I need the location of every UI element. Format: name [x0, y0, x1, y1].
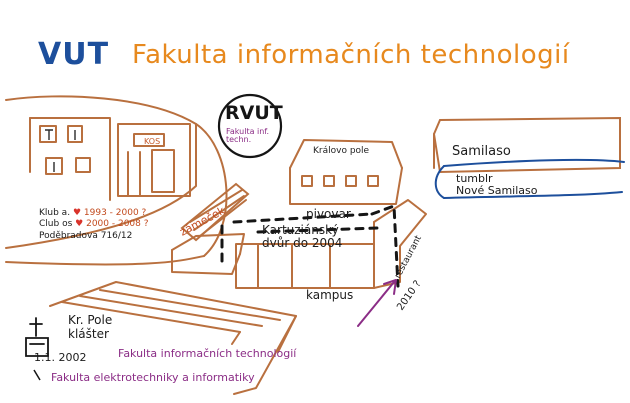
tumblr-label: tumblr	[456, 172, 493, 185]
samilaso-tumblr: tumblr Nové Samilaso	[456, 172, 538, 198]
church-line-2: klášter	[68, 326, 109, 341]
pivovar-label: pivovar	[306, 207, 351, 221]
heart-icon: ♥	[72, 208, 82, 218]
club-name-1: Klub a.	[39, 208, 71, 218]
samilaso-title: Samilaso	[452, 144, 511, 159]
samilaso-box	[432, 116, 625, 199]
history-fit: Fakulta informačních technologií	[118, 347, 297, 360]
kartuziansky-line-1: Kartuziánský	[262, 223, 339, 237]
logo-subtitle: Fakulta inf. techn.	[226, 127, 270, 145]
bridge-left	[180, 182, 250, 242]
history-feki: Fakulta elektrotechniky a informatiky	[51, 371, 255, 384]
title-vut: VUT	[38, 37, 110, 72]
club-line-2: Club os ♥ 2000 - 2008 ?	[39, 219, 149, 230]
club-years-2: 2000 - 2008 ?	[86, 219, 149, 230]
fit-underline	[33, 369, 41, 381]
kralovo-pole-building	[289, 139, 403, 205]
rvut-circle	[217, 93, 283, 159]
campus-arrow	[357, 279, 397, 327]
club-years-1: 1993 - 2000 ?	[83, 208, 147, 218]
building-left-windows	[45, 129, 76, 172]
campus-boundary	[220, 203, 400, 288]
heart-icon: ♥	[75, 219, 84, 230]
building-left	[5, 95, 228, 266]
club-address: Poděbradova 716/12	[39, 230, 133, 241]
kartuziansky-label: Kartuziánský dvůr do 2004	[262, 224, 342, 249]
club-line-1: Klub a. ♥ 1993 - 2000 ?	[39, 208, 149, 219]
club-name-2: Club os	[39, 219, 73, 230]
kampus-label: kampus	[306, 288, 354, 302]
title-faculty: Fakulta informačních technologií	[132, 40, 570, 70]
church-line-1: Kr. Pole	[68, 313, 113, 327]
kralovo-pole-label: Královo pole	[313, 146, 370, 156]
building-sign: KOS	[144, 137, 161, 146]
logo-rvut: RVUT	[225, 102, 283, 124]
nove-samilaso-label: Nové Samilaso	[456, 184, 538, 198]
club-info: Klub a. ♥ 1993 - 2000 ? Club os ♥ 2000 -…	[39, 208, 149, 242]
church-label: Kr. Pole klášter	[68, 313, 113, 342]
church-icon	[25, 317, 49, 357]
kartuziansky-line-2: dvůr do 2004	[262, 235, 343, 250]
history-date: 1.1. 2002	[34, 351, 87, 364]
roof-bottom	[49, 281, 297, 395]
